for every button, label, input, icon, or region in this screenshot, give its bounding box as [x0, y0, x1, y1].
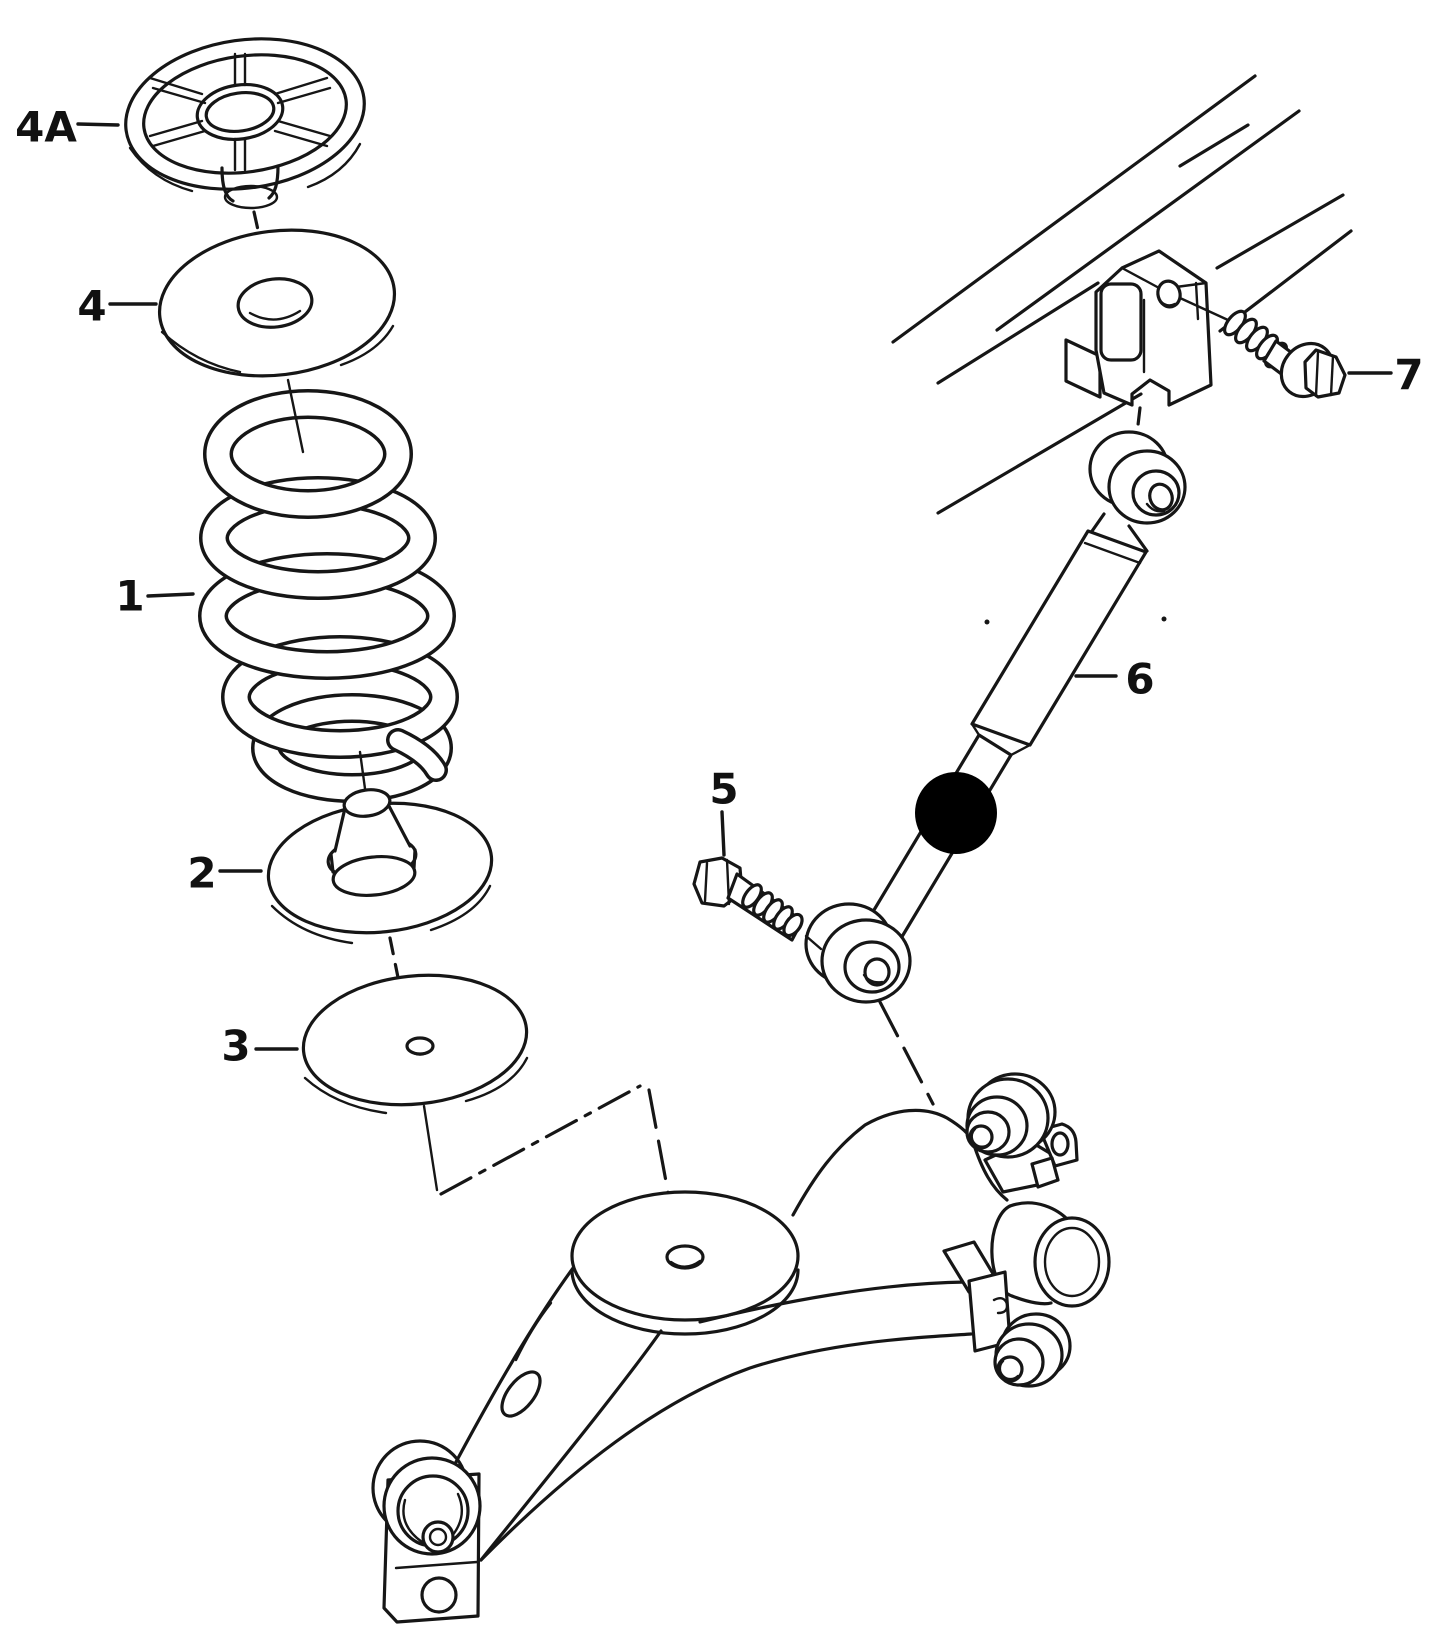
redaction-marker	[915, 772, 997, 854]
bracket-bolt-hole	[1156, 279, 1182, 309]
upper-mount-bolt	[1223, 309, 1347, 399]
assembly-centerline	[286, 378, 305, 454]
print-speck	[984, 619, 990, 625]
callout-label-5: 5	[709, 765, 738, 814]
trailing-arm	[371, 1072, 1111, 1624]
arm-lightening-hole	[500, 1370, 542, 1418]
spring-pad-rim	[570, 1268, 800, 1336]
callout-label-7: 7	[1394, 351, 1423, 400]
lower-mount-bolt	[692, 856, 823, 951]
arm-ball-joint-housing	[1033, 1216, 1111, 1308]
bump-stop-spring-seat-2	[266, 788, 494, 945]
callout-label-1: 1	[115, 572, 144, 621]
callout-leader-4a	[76, 122, 120, 127]
callout-label-4: 4	[77, 282, 106, 331]
callout-label-4a: 4A	[15, 103, 77, 152]
callout-label-2: 2	[187, 849, 216, 898]
lower-spring-washer-3	[301, 973, 529, 1115]
print-speck	[1161, 616, 1167, 622]
callout-label-6: 6	[1125, 655, 1154, 704]
callouts: 4A 4 1 2 3 5 6 7	[15, 103, 1423, 1071]
callout-leader-5	[720, 810, 726, 857]
spring-retainer-plate-4a	[124, 37, 366, 210]
shock-mount-bracket	[1064, 249, 1230, 444]
shock-body	[970, 529, 1148, 747]
callout-label-3: 3	[221, 1022, 250, 1071]
upper-spring-washer-4	[157, 228, 397, 378]
callout-leader-1	[146, 592, 195, 598]
shock-absorber	[804, 430, 1187, 1004]
bolt-hex-head	[1303, 348, 1347, 399]
coil-spring-1	[198, 389, 459, 803]
